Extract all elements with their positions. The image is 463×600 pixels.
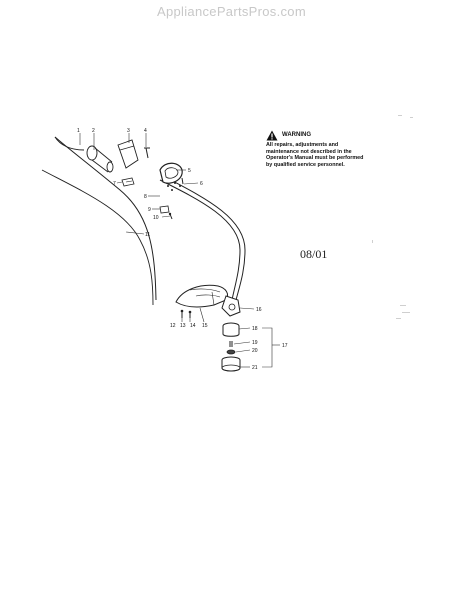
guard-part — [175, 284, 229, 308]
curved-tube-inner — [164, 176, 246, 301]
callout-11: 11 — [145, 232, 150, 238]
bracket-part — [159, 205, 170, 214]
fastener-parts — [180, 309, 192, 318]
scan-specks — [372, 115, 413, 319]
clamp-part — [117, 139, 139, 169]
screw-set-part — [167, 177, 184, 191]
spool-part — [226, 349, 236, 355]
drive-shaft-outline — [54, 136, 157, 301]
callout-6: 6 — [200, 181, 203, 187]
spool-housing-part — [222, 322, 240, 337]
callout-15: 15 — [202, 323, 208, 329]
callout-20: 20 — [252, 348, 258, 354]
gear-head-part — [221, 295, 241, 317]
curved-tube — [159, 179, 241, 301]
callout-2: 2 — [92, 128, 95, 134]
spring-part — [229, 341, 233, 347]
date-code: 08/01 — [300, 247, 328, 261]
screw-part — [168, 212, 173, 220]
callout-17: 17 — [282, 343, 288, 349]
warning-triangle-icon — [266, 130, 278, 141]
handle-part — [86, 145, 114, 173]
callout-7: 7 — [113, 181, 116, 187]
callout-10: 10 — [153, 215, 159, 221]
callout-12: 12 — [170, 323, 176, 329]
callout-3: 3 — [127, 128, 130, 134]
callout-16: 16 — [256, 307, 262, 313]
shaft-tip — [54, 136, 85, 151]
watermark: AppliancePartsPros.com — [157, 4, 306, 19]
hanger-ring-part — [159, 162, 183, 184]
callout-13: 13 — [180, 323, 186, 329]
callout-1: 1 — [77, 128, 80, 134]
callout-19: 19 — [252, 340, 258, 346]
callout-5: 5 — [188, 168, 191, 174]
bump-knob-part — [221, 356, 241, 372]
leader-lines — [79, 133, 280, 368]
callout-8: 8 — [144, 194, 147, 200]
callout-14: 14 — [190, 323, 196, 329]
callout-21: 21 — [252, 365, 258, 371]
clip-part — [121, 177, 135, 187]
bolt-part — [144, 147, 150, 159]
warning-title: WARNING — [282, 132, 311, 139]
callout-4: 4 — [144, 128, 147, 134]
warning-notice: WARNING All repairs, adjustments and mai… — [266, 130, 366, 168]
callout-9: 9 — [148, 207, 151, 213]
drive-shaft-outline-inner — [41, 169, 154, 306]
warning-body: All repairs, adjustments and maintenance… — [266, 142, 364, 168]
callout-18: 18 — [252, 326, 258, 332]
